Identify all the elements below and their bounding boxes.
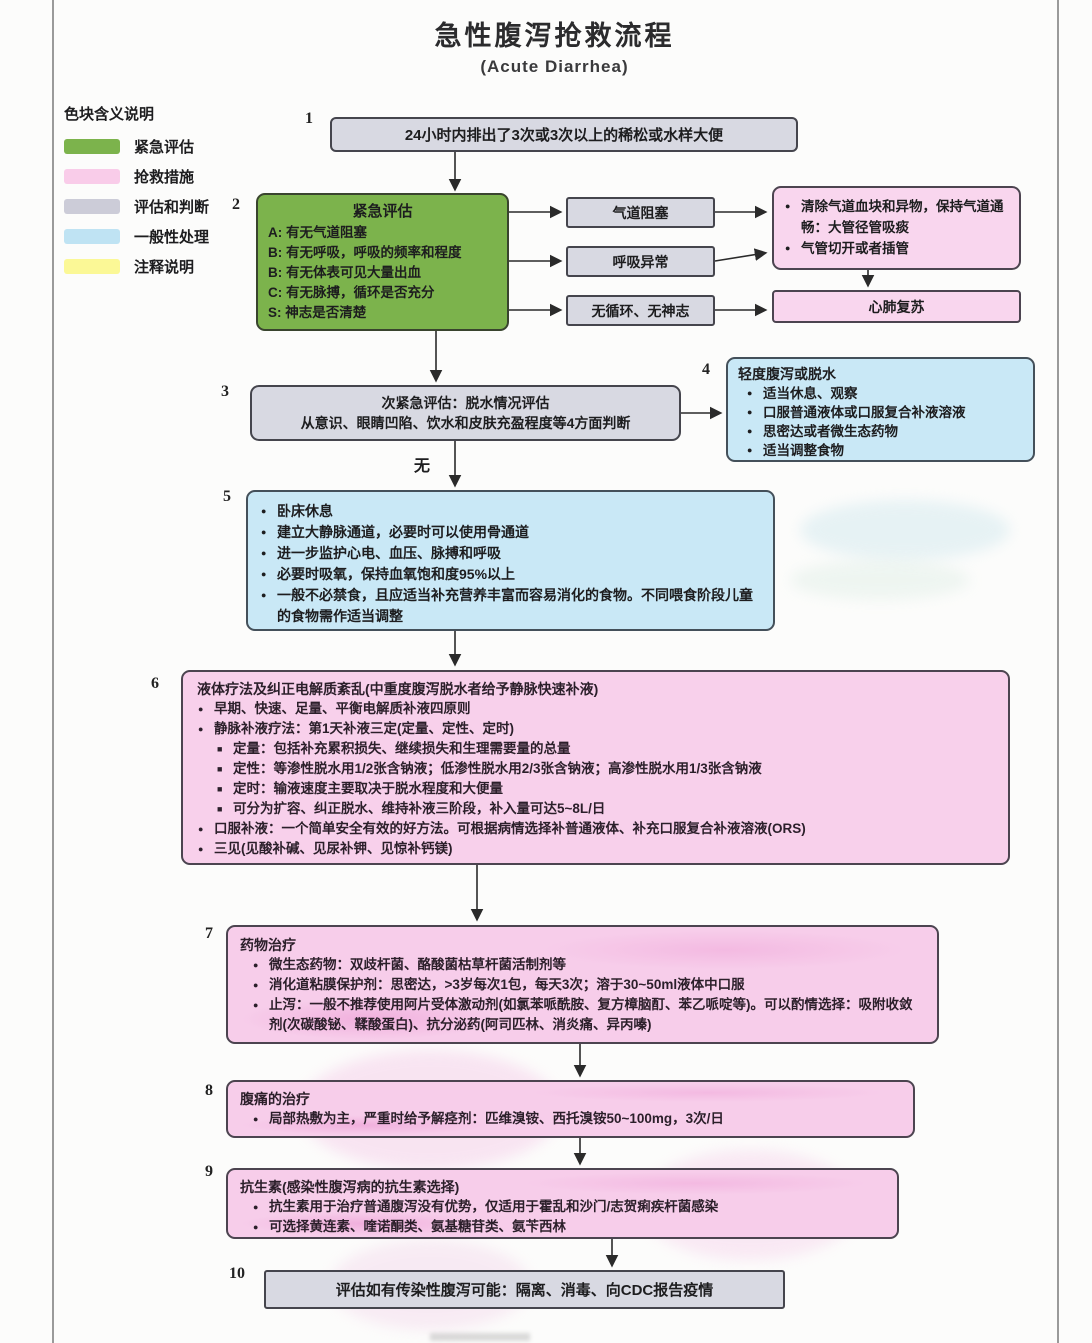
legend-swatch-gray: [64, 198, 120, 214]
page-title: 急性腹泻抢救流程: [434, 21, 675, 51]
legend-swatch-green: [64, 138, 120, 154]
color-legend: 色块含义说明 紧急评估 抢救措施 评估和判断 一般性处理 注释说明: [64, 103, 209, 288]
page-border-left: [52, 0, 54, 1343]
scan-artifact: [800, 500, 1010, 560]
node-abdominal-pain: 腹痛的治疗 局部热敷为主，严重时给予解痉剂：匹维溴铵、西托溴铵50~100mg，…: [226, 1080, 915, 1138]
step-number-3: 3: [221, 383, 229, 400]
step-number-2: 2: [232, 196, 240, 213]
node-airway-obstruction: 气道阻塞: [566, 197, 715, 228]
node-antibiotics: 抗生素(感染性腹泻病的抗生素选择) 抗生素用于治疗普通腹泻没有优势，仅适用于霍乱…: [226, 1168, 899, 1239]
legend-swatch-blue: [64, 228, 120, 244]
node-dehydration-assessment: 次紧急评估：脱水情况评估 从意识、眼睛凹陷、饮水和皮肤充盈程度等4方面判断: [250, 385, 681, 441]
legend-title: 色块含义说明: [64, 106, 155, 123]
step-number-4: 4: [702, 361, 710, 378]
legend-item-note: 注释说明: [64, 258, 209, 276]
legend-item-general: 一般性处理: [64, 228, 209, 246]
node-general-care: 卧床休息 建立大静脉通道，必要时可以使用骨通道 进一步监护心电、血压、脉搏和呼吸…: [246, 490, 775, 631]
node-airway-rescue: 清除气道血块和异物，保持气道通畅：大管径管吸痰 气管切开或者插管: [772, 186, 1021, 270]
page-subtitle: (Acute Diarrhea): [480, 57, 629, 76]
step-number-9: 9: [205, 1163, 213, 1180]
page-border-right: [1057, 0, 1059, 1343]
node-cdc-report: 评估如有传染性腹泻可能：隔离、消毒、向CDC报告疫情: [264, 1270, 785, 1309]
scan-artifact: [790, 560, 970, 600]
step-number-1: 1: [305, 110, 313, 127]
step-number-5: 5: [223, 488, 231, 505]
node-mild-diarrhea: 轻度腹泻或脱水 适当休息、观察 口服普通液体或口服复合补液溶液 思密达或者微生态…: [726, 357, 1035, 462]
legend-item-rescue: 抢救措施: [64, 168, 209, 186]
node-emergency-assessment: 紧急评估 A: 有无气道阻塞 B: 有无呼吸，呼吸的频率和程度 B: 有无体表可…: [256, 193, 509, 331]
legend-item-emergency: 紧急评估: [64, 138, 209, 156]
no-dehydration-label: 无: [414, 458, 431, 475]
node-breathing-abnormal: 呼吸异常: [566, 246, 715, 277]
step-number-8: 8: [205, 1082, 213, 1099]
step-number-10: 10: [229, 1265, 245, 1282]
node-drug-treatment: 药物治疗 微生态药物：双歧杆菌、酪酸菌枯草杆菌活制剂等 消化道粘膜保护剂：思密达…: [226, 925, 939, 1044]
node-stool-criteria: 24小时内排出了3次或3次以上的稀松或水样大便: [330, 117, 798, 152]
legend-swatch-yellow: [64, 258, 120, 274]
step-number-6: 6: [151, 675, 159, 692]
node-cpr: 心肺复苏: [772, 290, 1021, 323]
node-fluid-therapy: 液体疗法及纠正电解质紊乱(中重度腹泻脱水者给予静脉快速补液) 早期、快速、足量、…: [181, 670, 1010, 865]
legend-item-judgment: 评估和判断: [64, 198, 209, 216]
scan-artifact: [430, 1333, 530, 1341]
legend-swatch-pink: [64, 168, 120, 184]
step-number-7: 7: [205, 925, 213, 942]
node-no-circulation: 无循环、无神志: [566, 295, 715, 326]
